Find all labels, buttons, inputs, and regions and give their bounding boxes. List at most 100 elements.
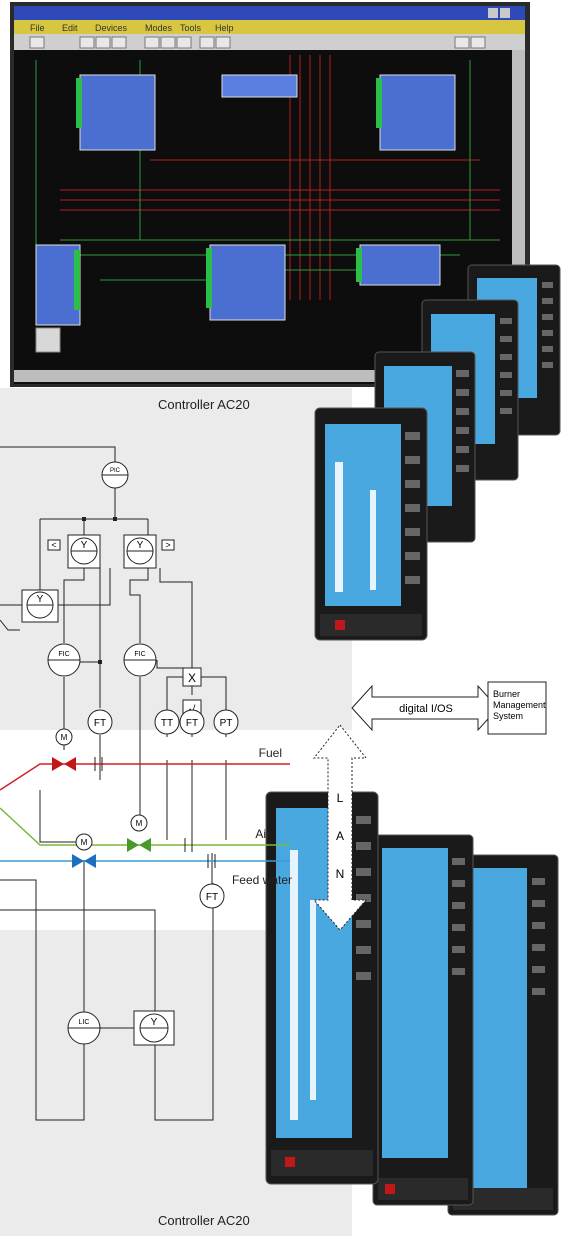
function-block[interactable] — [79, 74, 156, 151]
controller-device — [372, 834, 474, 1206]
svg-text:LIC: LIC — [79, 1019, 90, 1026]
burner-management-system-box: Burner Management System — [487, 681, 547, 735]
min-selector-box: < — [47, 539, 61, 551]
svg-text:>: > — [165, 540, 170, 550]
menu-help[interactable]: Help — [215, 23, 234, 33]
svg-text:FT: FT — [206, 892, 218, 903]
menu-edit[interactable]: Edit — [62, 23, 78, 33]
top-controller-panel-bg — [0, 388, 352, 730]
controller-stack-top — [314, 264, 561, 641]
toolbar-button[interactable] — [215, 36, 231, 49]
max-selector-box: > — [161, 539, 175, 551]
air-valve-motor: M — [130, 814, 148, 832]
svg-text:Burner: Burner — [493, 689, 520, 699]
ft-air-transmitter: FT — [179, 709, 205, 735]
svg-text:Y: Y — [81, 540, 88, 551]
svg-text:FT: FT — [94, 718, 106, 729]
engineering-workstation-screen: File Edit Devices Modes Tools Help — [10, 2, 530, 387]
svg-text:A: A — [336, 829, 344, 843]
svg-text:FT: FT — [186, 718, 198, 729]
svg-text:M: M — [136, 819, 143, 828]
function-block[interactable] — [359, 244, 441, 286]
fuel-label: Fuel — [259, 746, 282, 760]
y-function-top-left: Y — [67, 534, 101, 569]
fic-right-instrument: FIC — [123, 643, 157, 677]
air-control-valve — [127, 838, 151, 852]
y-function-top-right: Y — [123, 534, 157, 569]
signal-lines — [0, 446, 227, 1121]
svg-text:Y: Y — [37, 594, 44, 605]
water-valve-motor: M — [75, 833, 93, 851]
toolbar-button[interactable] — [199, 36, 215, 49]
svg-text:<: < — [51, 540, 56, 550]
wiring-red — [60, 55, 500, 300]
digital-io-arrow: digital I/OS — [351, 684, 499, 732]
toolbar-button[interactable] — [79, 36, 95, 49]
y-function-lower: Y — [133, 1010, 175, 1046]
toolbar-button[interactable] — [176, 36, 192, 49]
fic-left-instrument: FIC — [47, 643, 81, 677]
device-icon[interactable] — [35, 327, 61, 353]
controller-device-front — [265, 791, 379, 1185]
menu-tools[interactable]: Tools — [180, 23, 202, 33]
fuel-line — [0, 757, 290, 791]
toolbar-button[interactable] — [160, 36, 176, 49]
menu-file[interactable]: File — [30, 23, 45, 33]
toolbar-button[interactable] — [144, 36, 160, 49]
signal-arrow — [0, 619, 20, 631]
fuel-valve-motor: M — [55, 728, 73, 746]
toolbar-button[interactable] — [470, 36, 486, 49]
menu-devices[interactable]: Devices — [95, 23, 128, 33]
svg-text:TT: TT — [161, 718, 173, 729]
controller-device-front — [314, 407, 428, 641]
toolbar — [14, 34, 525, 50]
feed-water-line — [0, 854, 290, 868]
ft-feed-water-transmitter: FT — [199, 883, 225, 909]
controller-stack-bottom — [265, 791, 559, 1216]
lic-instrument: LIC — [67, 1011, 101, 1045]
menu-modes[interactable]: Modes — [145, 23, 173, 33]
junction-dot — [98, 660, 102, 664]
svg-text:PIC: PIC — [110, 468, 121, 474]
toolbar-button[interactable] — [95, 36, 111, 49]
feed-water-label: Feed water — [232, 873, 292, 887]
y-function-mid: Y — [21, 589, 59, 623]
tt-air-transmitter: TT — [154, 709, 180, 735]
svg-text:N: N — [336, 867, 345, 881]
function-block[interactable] — [221, 74, 298, 98]
svg-text:Management: Management — [493, 700, 546, 710]
toolbar-button[interactable] — [454, 36, 470, 49]
svg-text:PT: PT — [220, 718, 233, 729]
function-block[interactable] — [35, 244, 81, 326]
feed-water-valve — [72, 854, 96, 868]
minimize-button[interactable] — [488, 8, 498, 18]
junction-dot — [113, 517, 117, 521]
window-title-bar — [14, 6, 525, 20]
svg-text:M: M — [61, 733, 68, 742]
pt-air-transmitter: PT — [213, 709, 239, 735]
junction-dot — [82, 517, 86, 521]
fuel-control-valve — [52, 757, 76, 771]
function-block[interactable] — [209, 244, 286, 321]
svg-text:X: X — [188, 671, 196, 685]
lan-arrow: L A N — [312, 724, 368, 931]
function-block[interactable] — [379, 74, 456, 151]
controller-caption-top: Controller AC20 — [158, 397, 250, 412]
svg-text:FIC: FIC — [134, 651, 145, 658]
maximize-button[interactable] — [500, 8, 510, 18]
toolbar-button[interactable] — [111, 36, 127, 49]
air-line — [0, 807, 290, 852]
menu-bar — [14, 20, 525, 34]
svg-text:digital I/OS: digital I/OS — [399, 703, 453, 715]
svg-text:Y: Y — [137, 540, 144, 551]
ft-fuel-transmitter: FT — [87, 709, 113, 735]
svg-text:L: L — [337, 791, 344, 805]
air-label: Air — [255, 827, 270, 841]
svg-text:M: M — [81, 838, 88, 847]
multiplier-block: X — [182, 667, 202, 687]
svg-text:System: System — [493, 711, 523, 721]
pic-instrument: PIC — [101, 461, 129, 489]
toolbar-button[interactable] — [29, 36, 45, 49]
